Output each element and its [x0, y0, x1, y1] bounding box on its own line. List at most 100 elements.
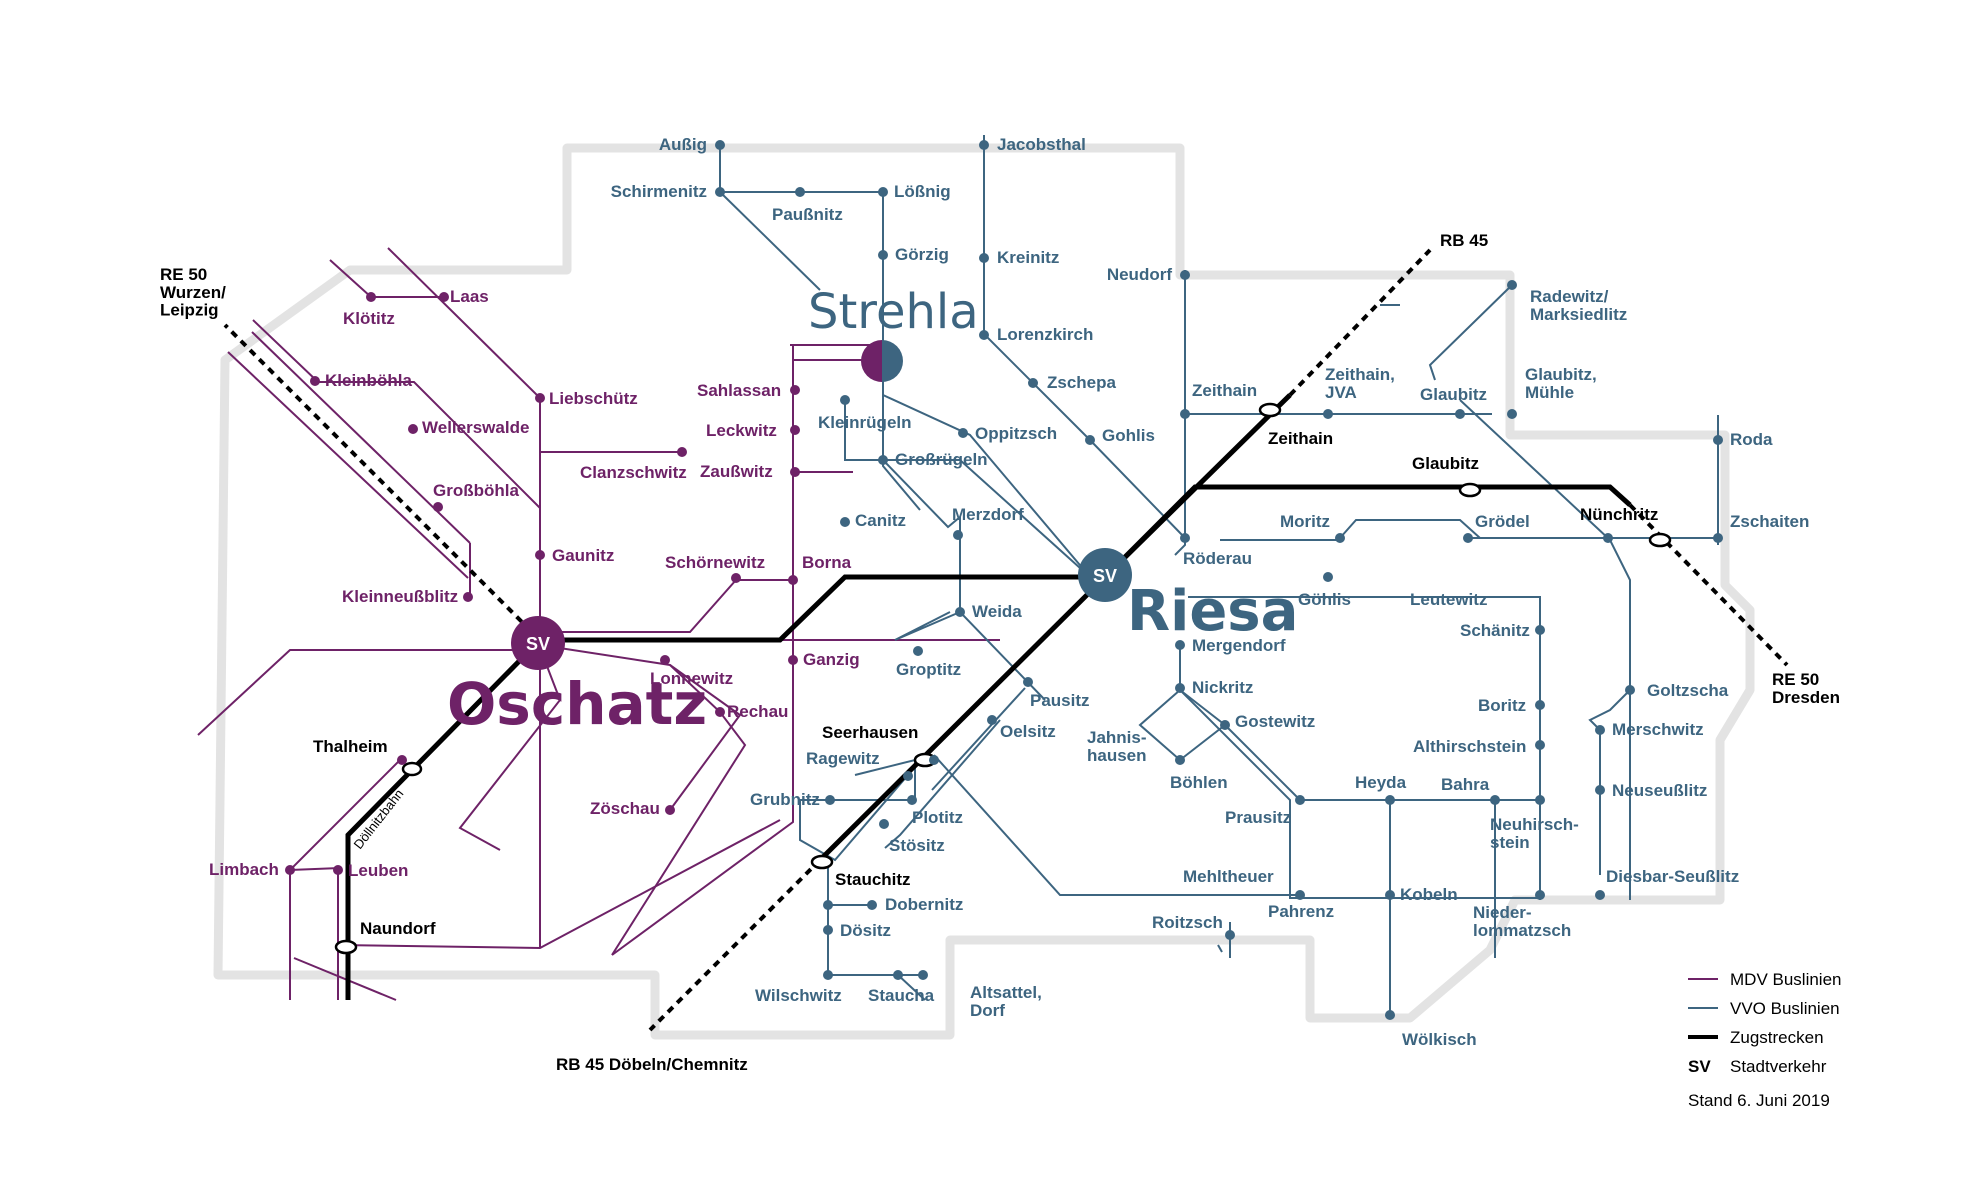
- stop-radewitz: Radewitz/Marksiedlitz: [1530, 287, 1627, 324]
- stop-zoeschau: Zöschau: [590, 799, 660, 818]
- stop-rageweitz: Ragewitz: [806, 749, 880, 768]
- stop-kleinboehla: Kleinböhla: [325, 371, 412, 390]
- stop-canitz: Canitz: [855, 511, 906, 530]
- rail-nuenchritz: Nünchritz: [1580, 505, 1658, 524]
- stop-roitzsch: Roitzsch: [1152, 913, 1223, 932]
- city-riesa: Riesa: [1127, 579, 1298, 644]
- stop-pahrenz: Pahrenz: [1268, 902, 1334, 921]
- stop-staucha: Staucha: [868, 986, 935, 1005]
- legend-sv-key: SV: [1688, 1057, 1711, 1076]
- stop-zaussbwitz: Zaußwitz: [700, 462, 773, 481]
- rail-thalheim: Thalheim: [313, 737, 388, 756]
- rail-seerhausen: Seerhausen: [822, 723, 918, 742]
- stop-zschepa: Zschepa: [1047, 373, 1117, 392]
- stop-nickritz: Nickritz: [1192, 678, 1253, 697]
- stop-neuseusslitz: Neuseußlitz: [1612, 781, 1707, 800]
- stop-leckwitz: Leckwitz: [706, 421, 777, 440]
- stop-leuben: Leuben: [348, 861, 408, 880]
- rail-stop-markers: [334, 402, 1672, 955]
- stop-goltzscha: Goltzscha: [1647, 681, 1729, 700]
- stop-oelsitz: Oelsitz: [1000, 722, 1056, 741]
- stop-grossboehla: Großböhla: [433, 481, 519, 500]
- stop-grubnitz: Grubnitz: [750, 790, 820, 809]
- zone-boundary: [213, 143, 1755, 1040]
- stop-weida: Weida: [972, 602, 1022, 621]
- rail-zeithain: Zeithain: [1268, 429, 1333, 448]
- stop-diesbar: Diesbar-Seußlitz: [1606, 867, 1739, 886]
- sv-badge-riesa[interactable]: SV: [1078, 548, 1132, 602]
- stop-lorenzkirch: Lorenzkirch: [997, 325, 1093, 344]
- stop-prausitz: Prausitz: [1225, 808, 1291, 827]
- stop-groedel: Grödel: [1475, 512, 1530, 531]
- stop-laas: Laas: [450, 287, 489, 306]
- stop-borna: Borna: [802, 553, 852, 572]
- stop-altsattel: Altsattel,Dorf: [970, 983, 1042, 1020]
- mdv-stop-dots: [285, 292, 800, 875]
- stop-stoesitz: Stösitz: [889, 836, 945, 855]
- stop-zeithain-jva: Zeithain,JVA: [1325, 365, 1395, 402]
- stop-aussig: Außig: [659, 135, 707, 154]
- train-rb45-south: RB 45 Döbeln/Chemnitz: [556, 1055, 748, 1074]
- stop-paussnitz: Paußnitz: [772, 205, 843, 224]
- stop-gohlis: Gohlis: [1102, 426, 1155, 445]
- stop-jacobsthal: Jacobsthal: [997, 135, 1086, 154]
- stop-woelkisch: Wölkisch: [1402, 1030, 1477, 1049]
- legend-vvo: VVO Buslinien: [1730, 999, 1840, 1018]
- stop-zschaiten: Zschaiten: [1730, 512, 1809, 531]
- stop-dobernitz: Dobernitz: [885, 895, 963, 914]
- stop-doesitz: Dösitz: [840, 921, 891, 940]
- sv-oschatz-text: SV: [526, 634, 550, 654]
- stop-grossruegeln: Großrügeln: [895, 450, 988, 469]
- stop-boritz: Boritz: [1478, 696, 1526, 715]
- stop-mergendorf: Mergendorf: [1192, 636, 1286, 655]
- city-oschatz: Oschatz: [447, 670, 707, 738]
- stop-neudorf: Neudorf: [1107, 265, 1173, 284]
- vvo-stop-dots: [715, 140, 1723, 1020]
- stop-schoernewitz: Schörnewitz: [665, 553, 765, 572]
- stop-oppitzsch: Oppitzsch: [975, 424, 1057, 443]
- train-lines: [223, 248, 1789, 1032]
- sv-badge-oschatz[interactable]: SV: [511, 616, 565, 670]
- stop-gaunitz: Gaunitz: [552, 546, 614, 565]
- vvo-stop-labels: Außig Jacobsthal Schirmenitz Paußnitz Lö…: [611, 135, 1810, 1049]
- stop-kleinneussblitz: Kleinneußblitz: [342, 587, 458, 606]
- stop-heyda: Heyda: [1355, 773, 1407, 792]
- legend: MDV Buslinien VVO Buslinien Zugstrecken …: [1688, 970, 1842, 1110]
- stop-groptitz: Groptitz: [896, 660, 961, 679]
- stop-kreinitz: Kreinitz: [997, 248, 1059, 267]
- stop-sahlassan: Sahlassan: [697, 381, 781, 400]
- stop-glaubitz-muehle: Glaubitz,Mühle: [1525, 365, 1597, 402]
- stop-liebschuetz: Liebschütz: [549, 389, 638, 408]
- stop-boehlen: Böhlen: [1170, 773, 1228, 792]
- city-strehla: Strehla: [808, 284, 979, 340]
- stop-zeithain-vvo: Zeithain: [1192, 381, 1257, 400]
- stop-schirmenitz: Schirmenitz: [611, 182, 707, 201]
- stop-roederau: Röderau: [1183, 549, 1252, 568]
- stop-roda: Roda: [1730, 430, 1773, 449]
- stop-merzdorf: Merzdorf: [952, 505, 1024, 524]
- rail-naundorf: Naundorf: [360, 919, 436, 938]
- stop-glaubitz-vvo: Glaubitz: [1420, 385, 1487, 404]
- stop-leutewitz: Leutewitz: [1410, 590, 1487, 609]
- stop-goerzig: Görzig: [895, 245, 949, 264]
- sv-riesa-text: SV: [1093, 566, 1117, 586]
- city-marker-strehla[interactable]: [861, 340, 903, 382]
- stop-limbach: Limbach: [209, 860, 279, 879]
- stop-kleinruegeln: Kleinrügeln: [818, 413, 912, 432]
- stop-moritz: Moritz: [1280, 512, 1330, 531]
- stop-clanzschwitz: Clanzschwitz: [580, 463, 687, 482]
- stop-rechau: Rechau: [727, 702, 788, 721]
- legend-train: Zugstrecken: [1730, 1028, 1824, 1047]
- stop-bahra: Bahra: [1441, 775, 1490, 794]
- stop-althirschstein: Althirschstein: [1413, 737, 1526, 756]
- mdv-stop-labels: Klötitz Laas Kleinböhla Liebschütz Welle…: [209, 287, 860, 880]
- rail-glaubitz: Glaubitz: [1412, 454, 1479, 473]
- stop-loessnig: Lößnig: [894, 182, 951, 201]
- stop-pausitz: Pausitz: [1030, 691, 1090, 710]
- stop-ganzig: Ganzig: [803, 650, 860, 669]
- stop-neuhirschstein: Neuhirsch-stein: [1490, 815, 1579, 852]
- stop-mehltheuer: Mehltheuer: [1183, 867, 1274, 886]
